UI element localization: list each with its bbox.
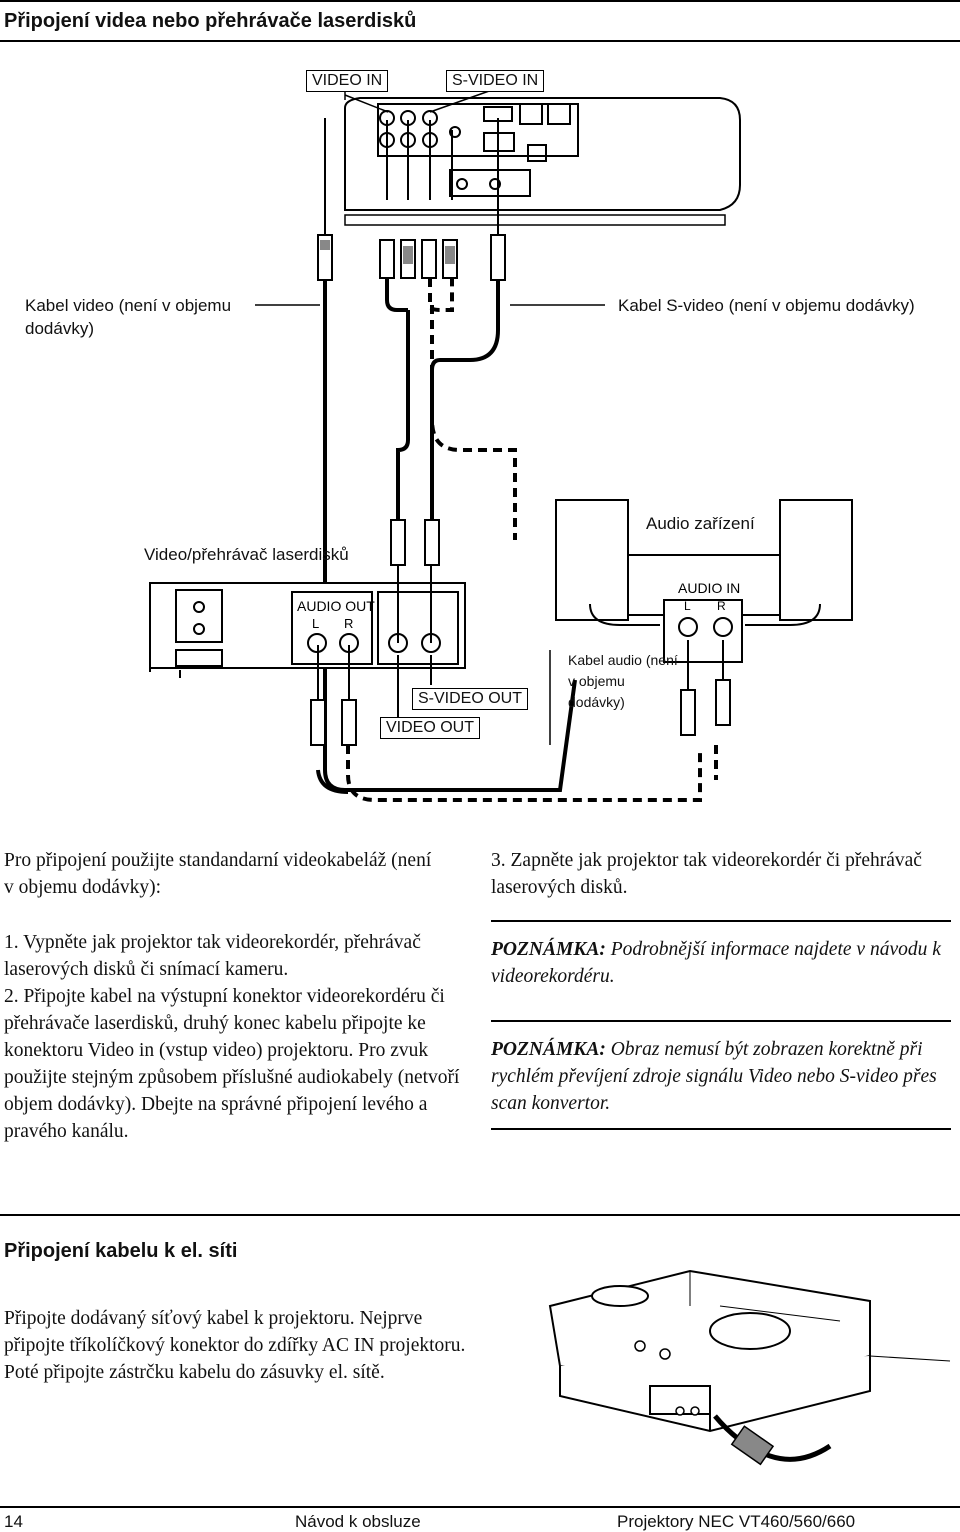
audio-in-r: R	[717, 599, 726, 613]
title-rule	[0, 40, 960, 42]
audio-out-label: AUDIO OUT	[297, 598, 375, 614]
diagram-drawing: AUDIO OUT L R AUDIO IN L R	[149, 89, 853, 802]
audio-out-r: R	[344, 616, 353, 631]
connection-diagram: AUDIO OUT L R AUDIO IN L R	[0, 50, 960, 810]
svideo-in-label: S-VIDEO IN	[446, 70, 545, 92]
section-title: Připojení videa nebo přehrávače laserdis…	[4, 10, 417, 32]
power-illustration	[540, 1246, 960, 1496]
intro-text: Pro připojení použijte standandarní vide…	[4, 850, 432, 898]
page-number: 14	[4, 1512, 23, 1531]
video-in-label: VIDEO IN	[306, 70, 389, 92]
step-1: 1. Vypněte jak projektor tak videorekord…	[4, 932, 421, 980]
svideo-out-label: S-VIDEO OUT	[412, 688, 529, 710]
step-3: 3. Zapněte jak projektor tak videorekord…	[491, 850, 922, 898]
note-2: POZNÁMKA: Obraz nemusí být zobrazen kore…	[491, 1036, 951, 1117]
video-cable-label: Kabel video (není v objemu dodávky)	[25, 296, 232, 338]
audio-out-l: L	[312, 616, 319, 631]
footer-center: Návod k obsluze	[295, 1512, 421, 1531]
note1-text: Podrobnější informace najdete v návodu k…	[491, 939, 941, 987]
note2-rule	[491, 1020, 951, 1022]
power-title: Připojení kabelu k el. síti	[4, 1240, 238, 1262]
footer-right: Projektory NEC VT460/560/660	[617, 1512, 856, 1531]
note2-text: Obraz nemusí být zobrazen korektně při r…	[491, 1039, 937, 1114]
note1-label: POZNÁMKA:	[491, 939, 606, 960]
note2-label: POZNÁMKA:	[491, 1039, 606, 1060]
audio-device-label: Audio zařízení	[646, 514, 755, 533]
step-2: 2. Připojte kabel na výstupní konektor v…	[4, 986, 460, 1142]
audio-in-l: L	[684, 599, 691, 613]
audio-cable-label: Kabel audio (není v objemu dodávky)	[568, 652, 678, 710]
video-out-label: VIDEO OUT	[380, 717, 481, 739]
power-text: Připojte dodávaný síťový kabel k projekt…	[4, 1308, 466, 1383]
note-1: POZNÁMKA: Podrobnější informace najdete …	[491, 936, 951, 990]
footer-rule	[0, 1506, 960, 1508]
note-end-rule	[491, 1128, 951, 1130]
power-rule	[0, 1214, 960, 1216]
projector-drawing	[548, 1269, 951, 1466]
laser-player-label: Video/přehrávač laserdisků	[144, 545, 349, 564]
audio-in-label: AUDIO IN	[678, 580, 740, 596]
top-rule	[0, 0, 960, 2]
svideo-cable-label: Kabel S-video (není v objemu dodávky)	[618, 296, 915, 315]
note1-rule	[491, 920, 951, 922]
